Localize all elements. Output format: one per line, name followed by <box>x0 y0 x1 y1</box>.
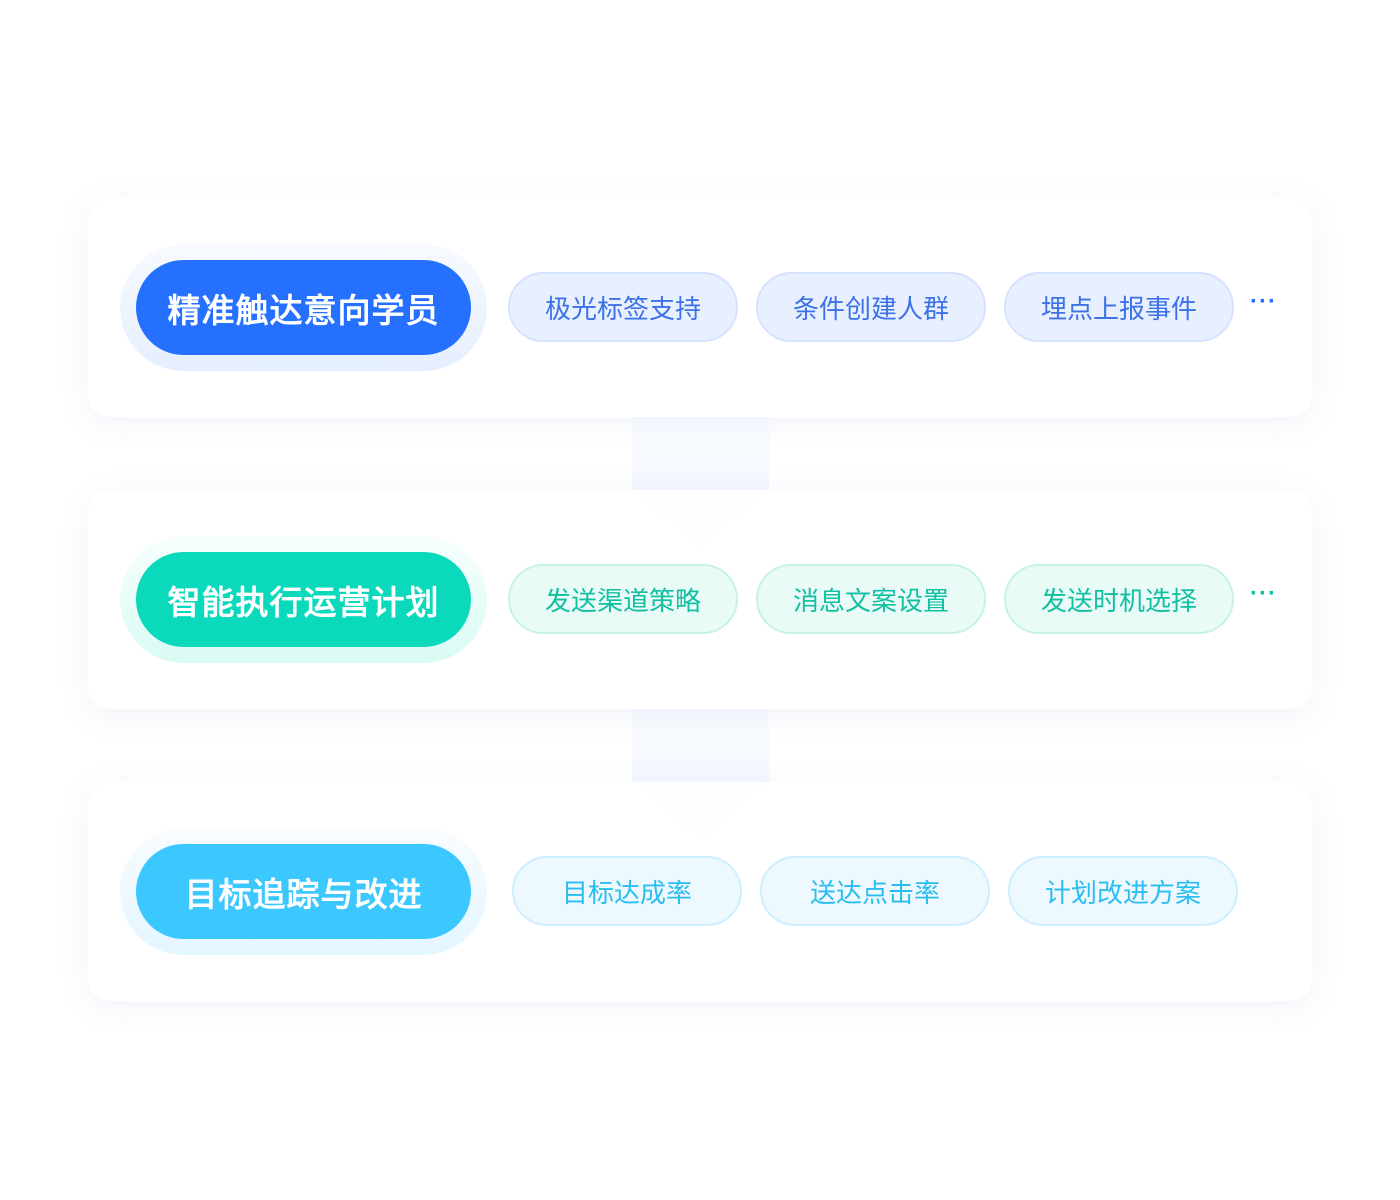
tag-chip: 条件创建人群 <box>756 272 986 342</box>
step-card-execution: 智能执行运营计划 发送渠道策略 消息文案设置 发送时机选择 ··· <box>88 490 1312 709</box>
tag-chip: 目标达成率 <box>512 856 742 926</box>
more-icon: ··· <box>1250 580 1277 607</box>
tag-chip: 极光标签支持 <box>508 272 738 342</box>
tag-chip: 发送渠道策略 <box>508 564 738 634</box>
step-card-targeting: 精准触达意向学员 极光标签支持 条件创建人群 埋点上报事件 ··· <box>88 198 1312 417</box>
tag-chip: 计划改进方案 <box>1008 856 1238 926</box>
tag-chip: 埋点上报事件 <box>1004 272 1234 342</box>
step-title-pill: 智能执行运营计划 <box>136 552 471 647</box>
tag-chip: 送达点击率 <box>760 856 990 926</box>
step-title-pill: 精准触达意向学员 <box>136 260 471 355</box>
more-icon: ··· <box>1250 288 1277 315</box>
tag-chip: 消息文案设置 <box>756 564 986 634</box>
step-card-tracking: 目标追踪与改进 目标达成率 送达点击率 计划改进方案 <box>88 782 1312 1001</box>
tag-chip: 发送时机选择 <box>1004 564 1234 634</box>
step-title-pill: 目标追踪与改进 <box>136 844 471 939</box>
